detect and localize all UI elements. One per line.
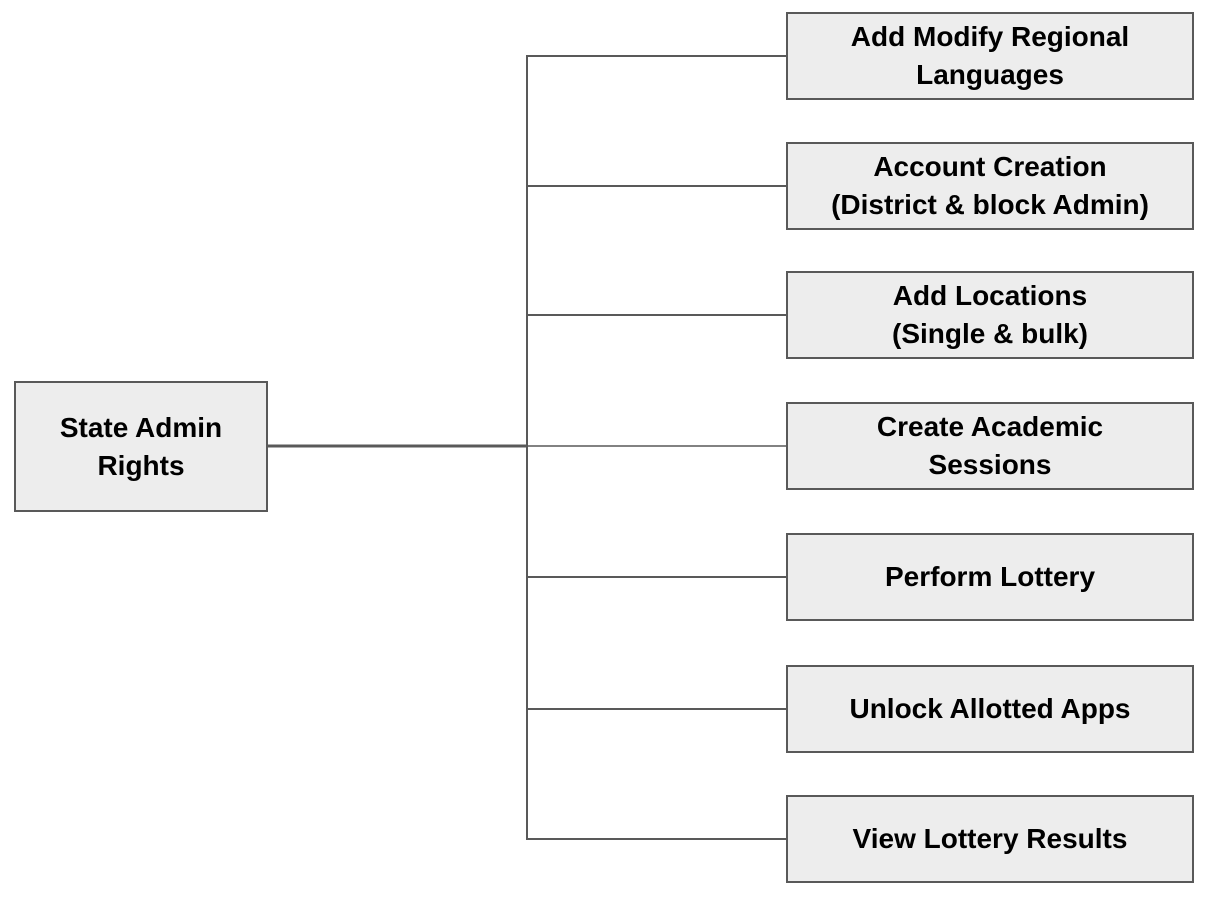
- node-add-locations: Add Locations (Single & bulk): [786, 271, 1194, 359]
- node-add-modify-regional-languages: Add Modify Regional Languages: [786, 12, 1194, 100]
- node-create-academic-sessions: Create Academic Sessions: [786, 402, 1194, 490]
- node-label: Unlock Allotted Apps: [849, 693, 1131, 725]
- node-view-lottery-results: View Lottery Results: [786, 795, 1194, 883]
- node-unlock-allotted-apps: Unlock Allotted Apps: [786, 665, 1194, 753]
- node-account-creation: Account Creation (District & block Admin…: [786, 142, 1194, 230]
- node-perform-lottery: Perform Lottery: [786, 533, 1194, 621]
- node-label: Add Modify Regional Languages: [850, 21, 1130, 90]
- node-label: View Lottery Results: [852, 823, 1128, 855]
- node-label: Perform Lottery: [884, 561, 1096, 593]
- node-state-admin-rights: State Admin Rights: [14, 381, 268, 512]
- node-label: Create Academic Sessions: [876, 411, 1104, 480]
- node-label: State Admin Rights: [59, 411, 223, 481]
- node-label: Account Creation (District & block Admin…: [831, 151, 1149, 220]
- node-label: Add Locations (Single & bulk): [892, 280, 1088, 349]
